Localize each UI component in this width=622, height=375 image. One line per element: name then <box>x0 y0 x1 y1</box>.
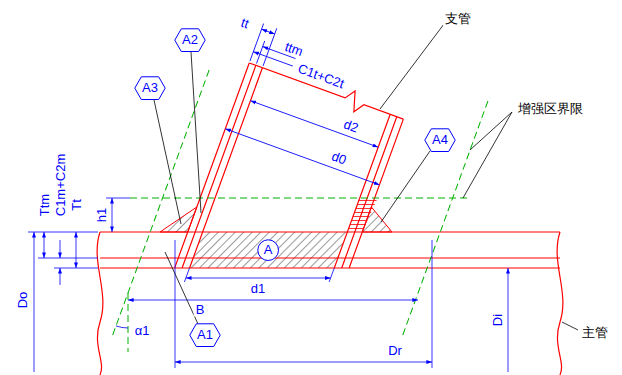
area-circle-callout: A <box>257 239 279 261</box>
removed-area-hatch <box>190 232 348 268</box>
dimension-label: d1 <box>249 281 267 296</box>
area-hex-callout: A4 <box>424 128 456 152</box>
dimension-label: Tt <box>69 197 84 213</box>
callout-text: A4 <box>432 133 448 147</box>
part-label: 增强区界限 <box>516 101 585 116</box>
dimension-label: Dr <box>386 343 404 358</box>
area-hex-callout: A1 <box>189 323 221 347</box>
dimension-label: ttm <box>281 39 307 61</box>
dimension-line <box>34 232 35 372</box>
dimension-label: Do <box>15 290 30 311</box>
dimension-label: C1t+C2t <box>294 60 348 92</box>
zone-limit-line <box>130 198 470 199</box>
dimension-label: h1 <box>94 206 109 224</box>
callout-shape <box>258 240 279 261</box>
part-label: 主管 <box>580 325 610 340</box>
dimension-label: tt <box>237 14 253 32</box>
dimension-line <box>508 268 509 372</box>
dimension-label: α1 <box>133 323 152 338</box>
dimension-line <box>175 362 432 363</box>
dimension-line <box>60 268 61 285</box>
dimension-line <box>112 198 113 232</box>
dimension-line <box>186 278 331 279</box>
dimension-line <box>250 101 378 148</box>
dimension-label: C1m+C2m <box>53 152 68 219</box>
callout-shape <box>425 129 455 152</box>
angle-arc <box>116 326 128 328</box>
callout-text: A <box>264 243 273 257</box>
pipe-break-right <box>557 232 563 375</box>
extension-line <box>250 24 277 66</box>
dimension-line <box>262 29 275 34</box>
dimension-label: B <box>194 302 207 317</box>
pipe-break-left <box>97 232 103 375</box>
branch-pipe-wall <box>175 63 404 324</box>
callout-shape <box>190 324 220 347</box>
dimension-label: Di <box>490 312 505 328</box>
dimension-line <box>225 129 379 185</box>
main-pipe-wall <box>100 232 560 268</box>
branch-pipe-group <box>113 4 490 375</box>
angle-reference-line <box>128 293 129 352</box>
callout-shape <box>175 29 205 52</box>
area-hex-callout: A3 <box>134 76 166 100</box>
callout-text: A1 <box>197 328 213 342</box>
area-hex-callout: A2 <box>174 28 206 52</box>
dimension-label: Ttm <box>37 192 52 218</box>
dimension-line <box>60 240 61 258</box>
part-label: 支管 <box>443 11 473 26</box>
extension-line <box>175 240 432 368</box>
callout-text: A3 <box>142 81 158 95</box>
dimension-label: d2 <box>340 115 362 135</box>
dimension-line <box>44 232 45 258</box>
dimension-line <box>76 232 77 268</box>
zone-limit-line <box>113 4 490 375</box>
leader-line <box>154 24 578 330</box>
callout-shape <box>135 77 165 100</box>
dimension-line <box>128 300 418 301</box>
dimension-label: d0 <box>328 148 350 168</box>
callout-text: A2 <box>182 33 198 47</box>
branch-break-line <box>246 54 407 129</box>
